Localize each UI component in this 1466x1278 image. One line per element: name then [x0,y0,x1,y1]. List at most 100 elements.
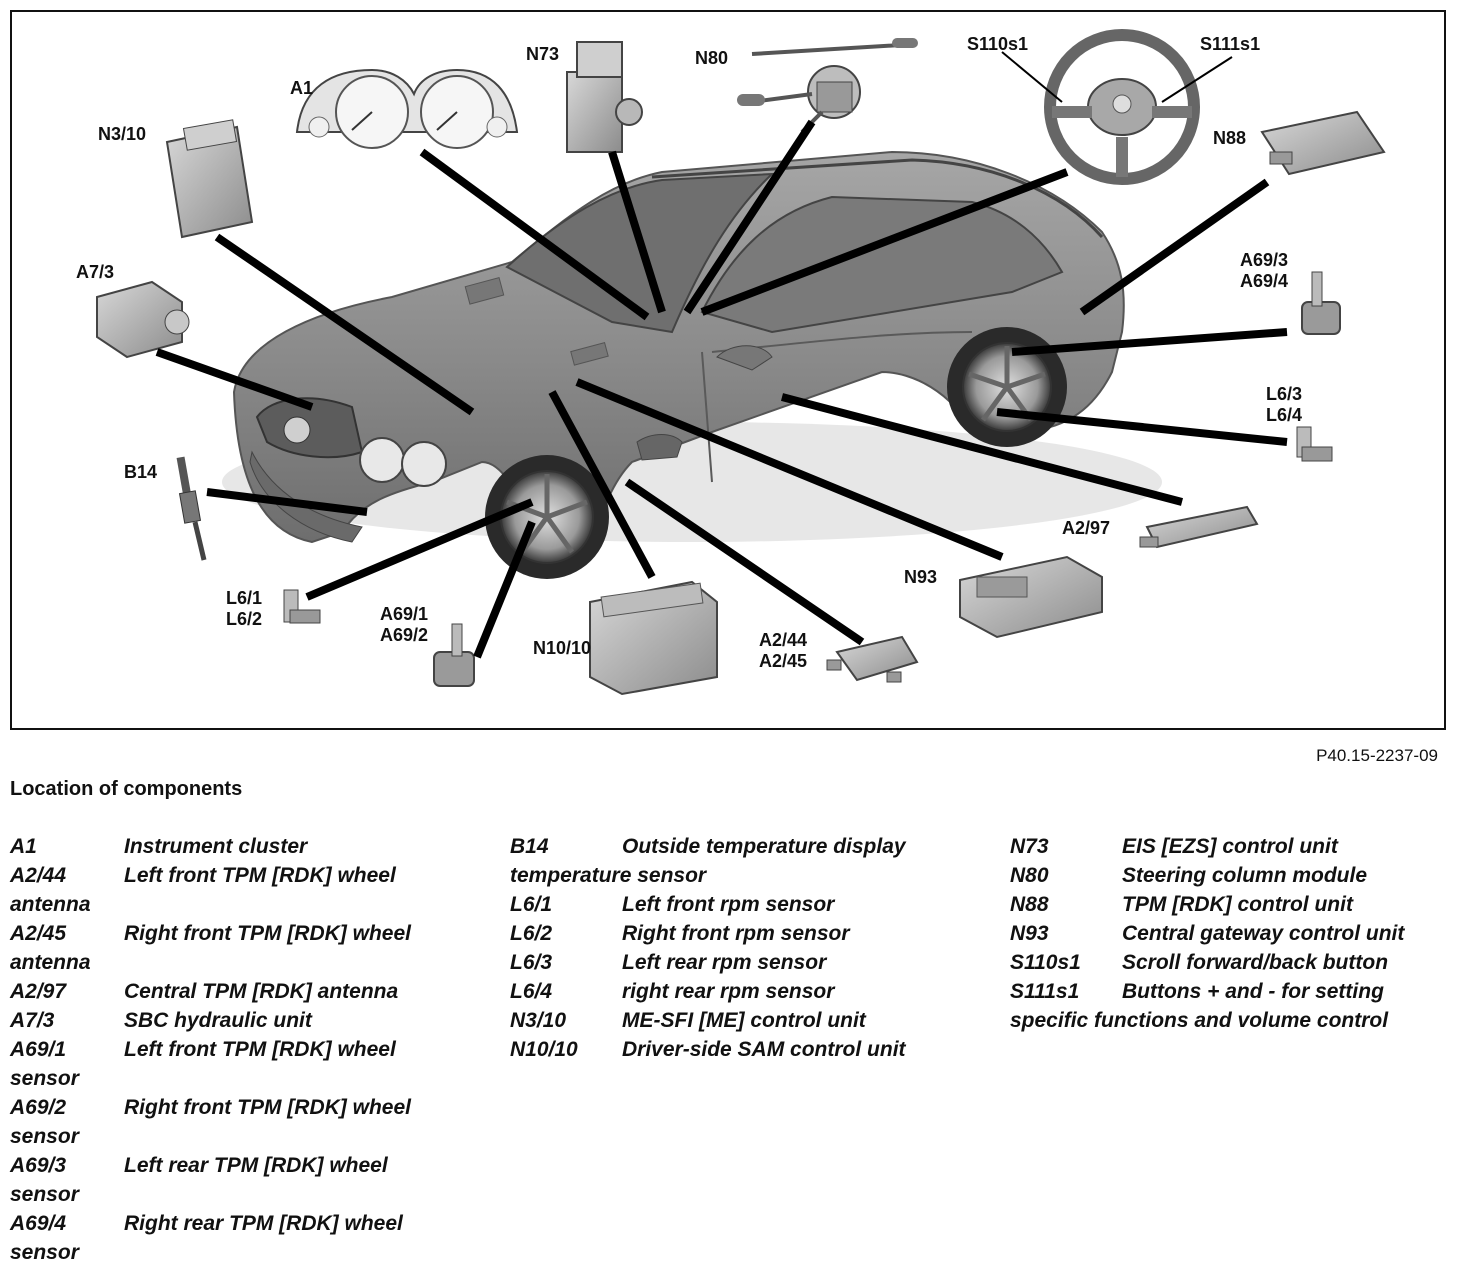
callout-a69-2: A69/2 [380,625,429,645]
legend-description: Central gateway control unit [1122,922,1405,945]
legend-entry: A1 Instrument cluster [10,832,480,861]
leader-lines [155,51,1288,659]
callout-a2-45: A2/45 [759,651,808,671]
callout-l6-2: L6/2 [226,609,263,629]
legend-code: N3/10 [510,1009,567,1032]
legend-description: TPM [RDK] control unit [1122,893,1353,916]
legend-entry: N88 TPM [RDK] control unit [1010,890,1460,919]
part-steering-wheel [1044,29,1200,185]
diagram-illustration [96,29,1386,696]
part-front-tpm-sensor [433,623,475,687]
part-eis-control-unit [566,41,643,153]
legend-description-continued: antenna [10,893,91,916]
legend-code: A69/2 [10,1096,67,1119]
legend-description: EIS [EZS] control unit [1122,835,1338,858]
legend-description: Left front rpm sensor [622,893,835,916]
legend-description: right rear rpm sensor [622,980,835,1003]
legend-description: ME-SFI [ME] control unit [622,1009,866,1032]
callout-l6-4: L6/4 [1266,405,1303,425]
legend-entry: N3/10 ME-SFI [ME] control unit [510,1006,980,1035]
legend-code: N93 [1010,922,1049,945]
legend-description-continued: specific functions and volume control [1010,1009,1389,1032]
legend-entry: A69/3 Left rear TPM [RDK] wheel [10,1151,480,1180]
legend-description-continued: sensor [10,1241,79,1264]
legend-code: L6/2 [510,922,553,945]
legend-entry: L6/1 Left front rpm sensor [510,890,980,919]
legend-description: Left rear TPM [RDK] wheel [124,1154,388,1177]
legend-description-continued: antenna [10,951,91,974]
legend-description-continued: sensor [10,1125,79,1148]
legend-description: Instrument cluster [124,835,308,858]
part-central-tpm-antenna [1139,505,1259,549]
legend-code: N73 [1010,835,1049,858]
legend-code: N88 [1010,893,1049,916]
legend-code: L6/4 [510,980,553,1003]
legend-code: A7/3 [10,1009,55,1032]
part-instrument-cluster [295,68,519,149]
legend-code: A2/97 [10,980,67,1003]
callout-b14: B14 [124,462,158,482]
legend-code: B14 [510,835,549,858]
legend-entry: N80 Steering column module [1010,861,1460,890]
legend-code: L6/1 [510,893,553,916]
legend-entry: A2/97 Central TPM [RDK] antenna [10,977,480,1006]
callout-a1: A1 [290,78,314,98]
legend-description: Buttons + and - for setting [1122,980,1384,1003]
legend-entry: A69/4 Right rear TPM [RDK] wheel [10,1209,480,1238]
callout-l6-3: L6/3 [1266,384,1303,404]
legend-description: Driver-side SAM control unit [622,1038,906,1061]
part-front-tpm-antenna [826,635,919,683]
legend-code: A2/45 [10,922,67,945]
legend-description: Right rear TPM [RDK] wheel [124,1212,403,1235]
legend-code: A69/3 [10,1154,67,1177]
legend-entry: L6/2 Right front rpm sensor [510,919,980,948]
callout-n3-10: N3/10 [98,124,147,144]
legend-entry: A69/2 Right front TPM [RDK] wheel [10,1093,480,1122]
legend-entry: A69/1 Left front TPM [RDK] wheel [10,1035,480,1064]
callout-a69-1: A69/1 [380,604,429,624]
diagram-frame: A1 N73 N80 S110s1 S111s1 N3/10 N88 A7/3 … [10,10,1446,730]
legend-code: A69/4 [10,1212,67,1235]
legend-code: A69/1 [10,1038,67,1061]
legend-entry: B14 Outside temperature display [510,832,980,861]
legend-description: Outside temperature display [622,835,906,858]
callout-n73: N73 [526,44,560,64]
legend-description: Central TPM [RDK] antenna [124,980,399,1003]
legend-description: Right front rpm sensor [622,922,850,945]
callout-n80: N80 [695,48,729,68]
part-tpm-control-unit [1260,110,1386,176]
callout-n88: N88 [1213,128,1247,148]
legend-description: Left front TPM [RDK] wheel [124,1038,396,1061]
callout-n93: N93 [904,567,938,587]
legend-description: Steering column module [1122,864,1368,887]
part-sbc-hydraulic-unit [96,280,190,359]
part-front-rpm-sensor [283,589,321,624]
legend-code: L6/3 [510,951,553,974]
callout-a69-3: A69/3 [1240,250,1289,270]
legend-title: Location of components [10,778,243,800]
callout-l6-1-l6-2: L6/1 L6/2 [226,588,262,630]
part-central-gateway [959,555,1103,639]
legend-description: Scroll forward/back button [1122,951,1389,974]
legend-description: Right front TPM [RDK] wheel [124,1096,411,1119]
legend-code: N10/10 [510,1038,578,1061]
legend-code: N80 [1010,864,1049,887]
callout-n10-10: N10/10 [533,638,592,658]
callout-a69-1-a69-2: A69/1 A69/2 [380,604,428,646]
part-rear-tpm-sensor [1301,271,1341,335]
legend-entry: N93 Central gateway control unit [1010,919,1460,948]
callout-a2-97: A2/97 [1062,518,1111,538]
legend-code: A1 [10,835,37,858]
callout-a69-3-a69-4: A69/3 A69/4 [1240,250,1288,292]
part-steering-column-module [737,38,918,134]
legend-description-continued: sensor [10,1183,79,1206]
callout-a69-4: A69/4 [1240,271,1289,291]
